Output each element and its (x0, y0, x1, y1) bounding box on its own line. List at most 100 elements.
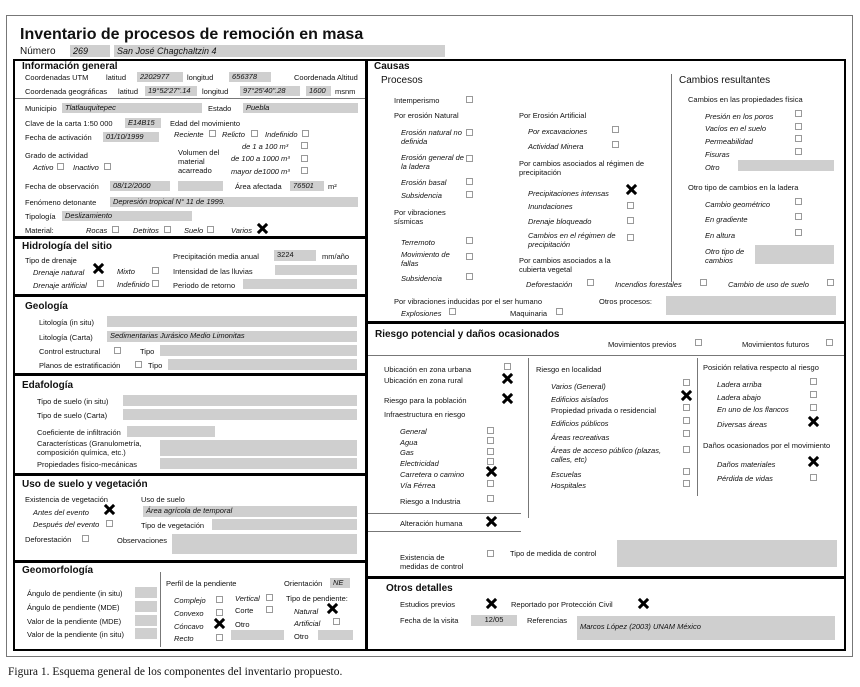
mov-fut-checkbox[interactable] (826, 339, 833, 346)
ang-mde-field[interactable] (135, 601, 157, 612)
caract-field[interactable] (160, 440, 357, 456)
medidas-checkbox[interactable] (487, 550, 494, 557)
mixto-checkbox[interactable] (152, 267, 159, 274)
recto-checkbox[interactable] (216, 634, 223, 641)
tipo-veg-field[interactable] (212, 519, 357, 530)
terremoto-checkbox[interactable] (466, 237, 473, 244)
elec-checkbox[interactable] (487, 458, 494, 465)
via-checkbox[interactable] (487, 480, 494, 487)
antes-check-mark[interactable] (104, 504, 115, 515)
alteracion-check-mark[interactable] (486, 516, 497, 527)
inactivo-checkbox[interactable] (104, 163, 111, 170)
precip-value[interactable]: 3224 (274, 250, 316, 261)
corte-checkbox[interactable] (266, 606, 273, 613)
en-grad-checkbox[interactable] (795, 213, 802, 220)
tipo-control-field[interactable] (160, 345, 357, 356)
varios-check-mark[interactable] (257, 223, 268, 234)
rocas-checkbox[interactable] (112, 226, 119, 233)
tipo-medida-field[interactable] (617, 540, 837, 567)
fecha-act-value[interactable]: 01/10/1999 (103, 132, 159, 142)
detritos-checkbox[interactable] (164, 226, 171, 233)
agua-checkbox[interactable] (487, 437, 494, 444)
varios-gen-checkbox[interactable] (683, 379, 690, 386)
suelo-carta-field[interactable] (123, 409, 357, 420)
concavo-check-mark[interactable] (214, 618, 225, 629)
er-def-checkbox[interactable] (466, 129, 473, 136)
mov-prev-checkbox[interactable] (695, 339, 702, 346)
excav-checkbox[interactable] (612, 126, 619, 133)
natural-check-mark[interactable] (327, 603, 338, 614)
val-situ-field[interactable] (135, 628, 157, 639)
poblacion-check-mark[interactable] (502, 393, 513, 404)
alt-value[interactable]: 1600 (306, 86, 331, 96)
prop-field[interactable] (160, 458, 357, 469)
val-mde-field[interactable] (135, 615, 157, 626)
dren-bloq-checkbox[interactable] (627, 217, 634, 224)
tipo-planos-field[interactable] (168, 359, 357, 370)
vidas-checkbox[interactable] (810, 474, 817, 481)
coef-field[interactable] (127, 426, 215, 437)
otro-tipo2-field[interactable] (755, 245, 834, 264)
fisuras-checkbox[interactable] (795, 148, 802, 155)
convexo-checkbox[interactable] (216, 609, 223, 616)
control-checkbox[interactable] (114, 347, 121, 354)
flancos-checkbox[interactable] (810, 404, 817, 411)
tipologia-value[interactable]: Deslizamiento (62, 211, 192, 221)
ang-situ-field[interactable] (135, 587, 157, 598)
explosiones-checkbox[interactable] (449, 308, 456, 315)
rural-check-mark[interactable] (502, 373, 513, 384)
despues-checkbox[interactable] (106, 520, 113, 527)
indefinido-drenaje-checkbox[interactable] (152, 280, 159, 287)
estudios-check-mark[interactable] (486, 598, 497, 609)
perm-checkbox[interactable] (795, 135, 802, 142)
er-bas-checkbox[interactable] (466, 178, 473, 185)
urbana-checkbox[interactable] (504, 363, 511, 370)
artificial-checkbox[interactable] (333, 618, 340, 625)
subs2-checkbox[interactable] (466, 273, 473, 280)
maquinaria-checkbox[interactable] (556, 308, 563, 315)
fecha-obs-extra[interactable] (178, 181, 223, 191)
clave-value[interactable]: E14B15 (125, 118, 161, 128)
inund-checkbox[interactable] (627, 202, 634, 209)
precip-int-check-mark[interactable] (626, 184, 637, 195)
lat-utm-value[interactable]: 2202977 (137, 72, 183, 82)
numero-value[interactable]: 269 (70, 45, 110, 57)
vol1-checkbox[interactable] (301, 142, 308, 149)
otro-perfil-field[interactable] (231, 630, 284, 640)
relicto-checkbox[interactable] (251, 130, 258, 137)
aislados-check-mark[interactable] (681, 390, 692, 401)
mov-fallas-checkbox[interactable] (466, 253, 473, 260)
estado-value[interactable]: Puebla (243, 103, 358, 113)
otro-pend-field[interactable] (318, 630, 353, 640)
intemp-checkbox[interactable] (466, 96, 473, 103)
publicos-checkbox[interactable] (683, 417, 690, 424)
acceso-checkbox[interactable] (683, 446, 690, 453)
vacios-checkbox[interactable] (795, 123, 802, 130)
materiales-check-mark[interactable] (808, 456, 819, 467)
gas-checkbox[interactable] (487, 448, 494, 455)
fecha-visita-value[interactable]: 12/05 (471, 615, 517, 626)
en-alt-checkbox[interactable] (795, 229, 802, 236)
indefinido-checkbox[interactable] (302, 130, 309, 137)
er-gen-checkbox[interactable] (466, 155, 473, 162)
intensidad-field[interactable] (275, 265, 357, 275)
municipio-value[interactable]: Tlatlauquitepec (62, 103, 202, 113)
fecha-obs-value[interactable]: 08/12/2000 (110, 181, 170, 191)
area-value[interactable]: 76501 (290, 181, 324, 191)
abajo-checkbox[interactable] (810, 391, 817, 398)
otros-proc-field[interactable] (666, 296, 836, 315)
numero-name[interactable]: San José Chagchaltzin 4 (114, 45, 445, 57)
presion-checkbox[interactable] (795, 110, 802, 117)
otro-fis-field[interactable] (738, 160, 834, 171)
planos-checkbox[interactable] (135, 361, 142, 368)
lon-utm-value[interactable]: 656378 (229, 72, 271, 82)
carretera-check-mark[interactable] (486, 466, 497, 477)
periodo-field[interactable] (243, 279, 357, 289)
drenaje-artificial-checkbox[interactable] (97, 280, 104, 287)
lat-geo-value[interactable]: 19°52'27".14 (145, 86, 197, 96)
hospitales-checkbox[interactable] (683, 480, 690, 487)
reciente-checkbox[interactable] (209, 130, 216, 137)
vol3-checkbox[interactable] (301, 167, 308, 174)
subs-checkbox[interactable] (466, 191, 473, 198)
cambios-prec-checkbox[interactable] (627, 234, 634, 241)
